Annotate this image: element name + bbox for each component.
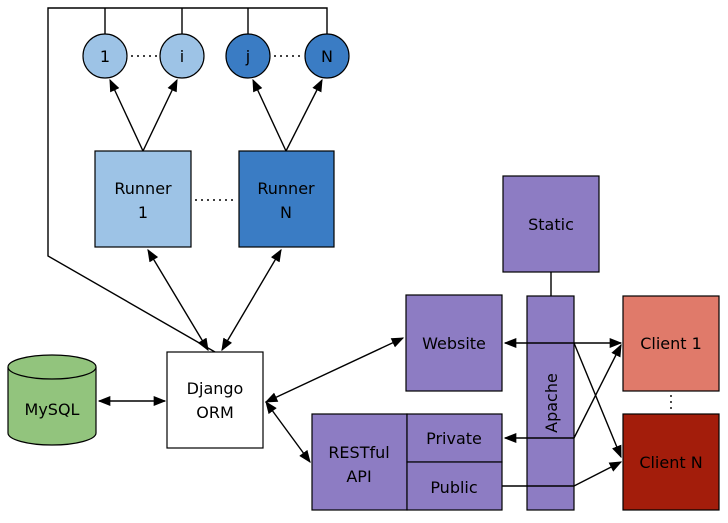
- website-box: Website: [405, 294, 503, 392]
- private-label: Private: [426, 429, 482, 448]
- website-label: Website: [422, 334, 486, 353]
- client-n-box: Client N: [622, 413, 720, 511]
- client-1-box: Client 1: [622, 295, 720, 392]
- worker-node-j: j: [225, 33, 271, 79]
- private-endpoint-box: [406, 413, 503, 463]
- worker-node-1: 1: [82, 33, 128, 79]
- client-1-label: Client 1: [640, 334, 702, 353]
- public-label: Public: [430, 478, 477, 497]
- worker-label-j: j: [245, 47, 250, 66]
- arrow-private-client1: [573, 343, 622, 439]
- static-box: Static: [502, 175, 600, 273]
- arrow-django-restful: [265, 400, 311, 464]
- restful-api-box: [311, 413, 408, 511]
- restful-label-line2: API: [346, 467, 371, 486]
- restful-api-group: RESTful API Private Public: [311, 413, 503, 511]
- public-endpoint-box: [406, 461, 503, 511]
- django-label-line1: Django: [187, 379, 244, 398]
- runner-n-title: Runner: [257, 179, 315, 198]
- client-n-label: Client N: [639, 453, 702, 472]
- feedback-connector: [47, 7, 328, 353]
- static-label: Static: [528, 215, 574, 234]
- arrow-website-clientn: [573, 342, 622, 459]
- django-orm-box: Django ORM: [166, 351, 264, 449]
- arrow-runner1-worker1: [109, 78, 144, 152]
- worker-label-n: N: [321, 47, 333, 66]
- mysql-database: MySQL: [7, 354, 97, 446]
- worker-label-i: i: [180, 47, 184, 66]
- runner-n-index: N: [280, 203, 292, 222]
- apache-server: Apache: [526, 295, 575, 511]
- arrow-django-website: [264, 337, 405, 403]
- mysql-label: MySQL: [25, 400, 80, 419]
- arrow-runner1-workeri: [142, 78, 178, 152]
- worker-node-i: i: [159, 33, 205, 79]
- runner-1-index: 1: [138, 203, 148, 222]
- django-label-line2: ORM: [196, 403, 234, 422]
- apache-label: Apache: [542, 373, 561, 433]
- restful-label-line1: RESTful: [328, 443, 389, 462]
- arrow-runnern-django: [221, 248, 282, 352]
- arrow-runnern-workern: [285, 78, 323, 152]
- runner-1-title: Runner: [114, 179, 172, 198]
- arrow-runner1-django: [147, 248, 209, 352]
- worker-label-1: 1: [100, 47, 110, 66]
- runner-1-box: Runner 1: [94, 150, 192, 248]
- arrow-public-clientn: [573, 461, 623, 487]
- arrow-runnern-workerj: [252, 78, 287, 152]
- runner-n-box: Runner N: [238, 150, 335, 248]
- worker-node-n: N: [304, 33, 350, 79]
